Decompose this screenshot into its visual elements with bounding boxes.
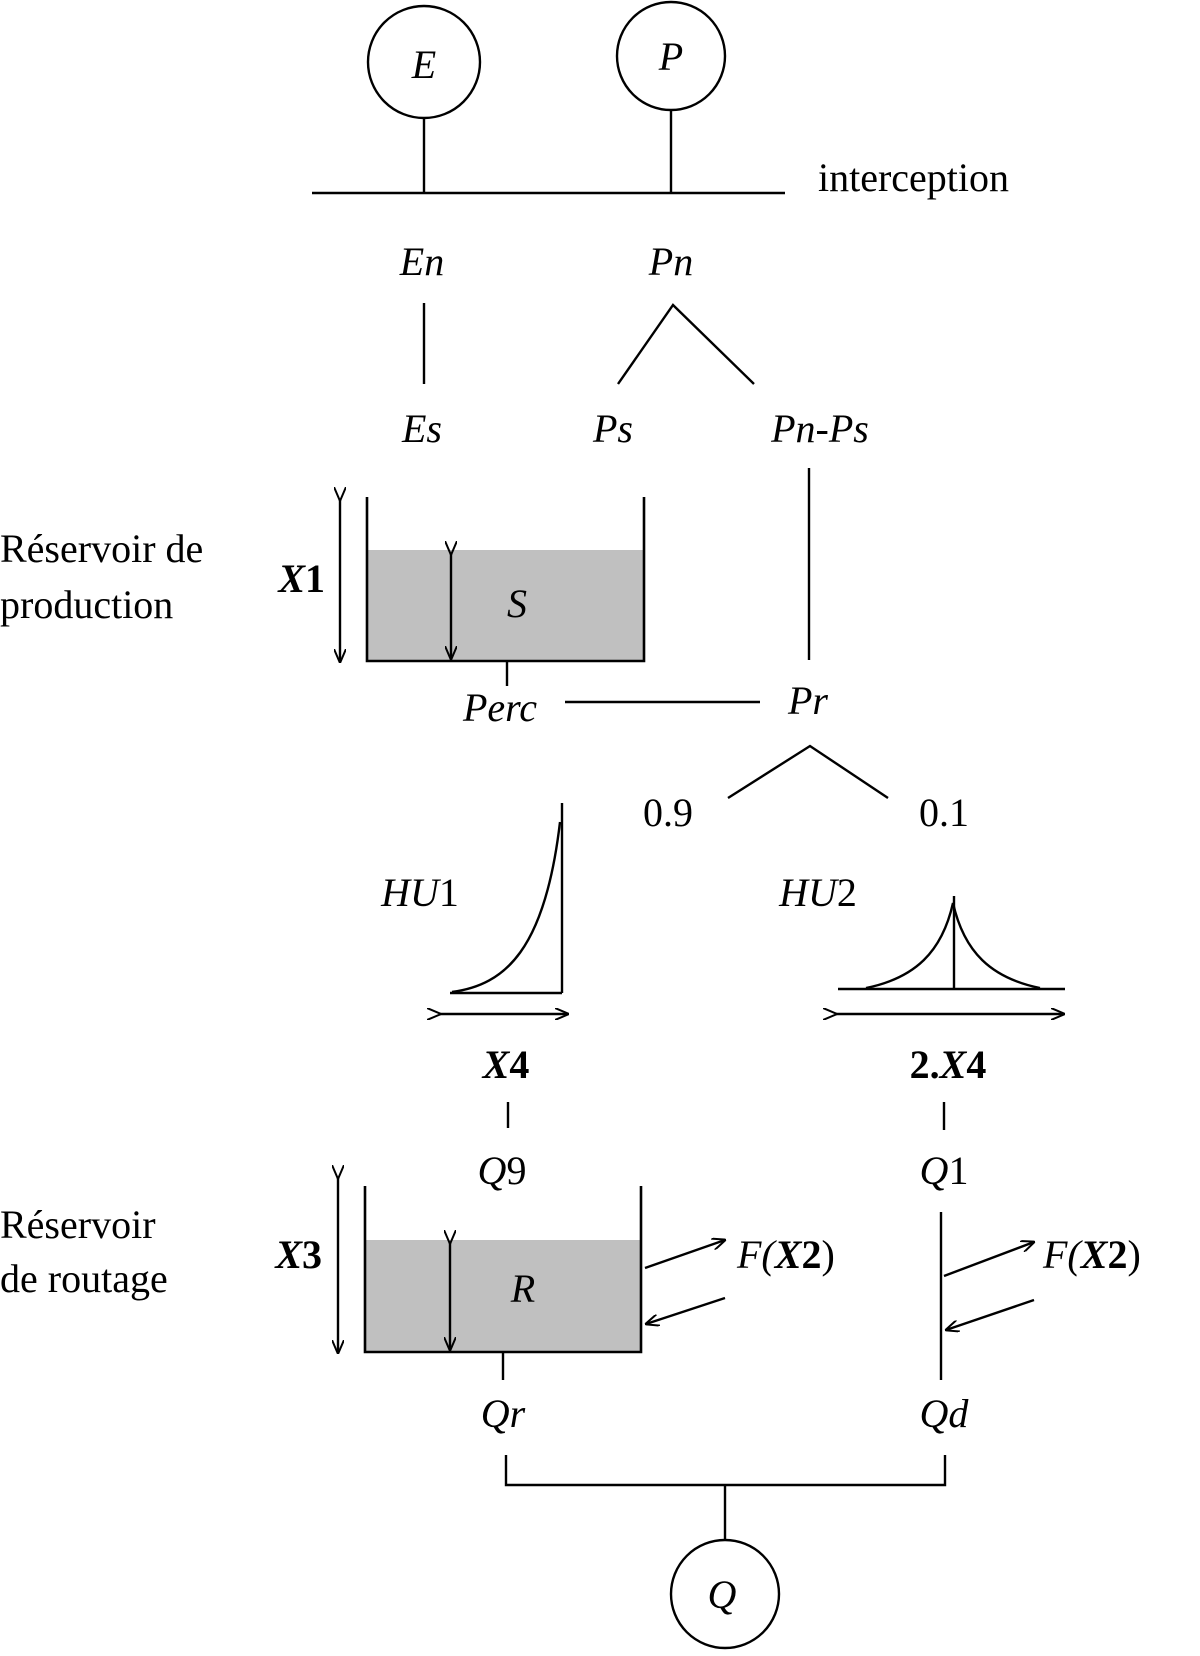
- label-qr: Qr: [481, 1391, 526, 1436]
- production-store-title-line2: production: [0, 582, 173, 627]
- label-qd: Qd: [920, 1391, 970, 1436]
- exchange-in-arrow-right: [946, 1298, 1035, 1330]
- combine-qr-qd: [504, 1455, 947, 1487]
- label-hu2: HU2: [778, 870, 857, 915]
- label-ps: Ps: [592, 406, 633, 451]
- routing-store-title-line1: Réservoir: [0, 1202, 156, 1247]
- label-es: Es: [401, 406, 442, 451]
- production-store-tank: [365, 497, 646, 663]
- production-store-water: [367, 550, 644, 661]
- production-level-label: S: [507, 581, 527, 626]
- production-store: Réservoir de production X1 S: [0, 497, 646, 663]
- label-split-01: 0.1: [919, 790, 969, 835]
- label-exchange-left: F(X2): [736, 1232, 835, 1277]
- label-pn: Pn: [648, 239, 693, 284]
- node-label-q: Q: [708, 1572, 737, 1617]
- split-pn: [617, 303, 755, 385]
- label-pr: Pr: [787, 678, 828, 723]
- streamflow-node: Q: [669, 1538, 781, 1650]
- precipitation-node: P: [615, 0, 727, 112]
- label-split-09: 0.9: [643, 790, 693, 835]
- node-label-p: P: [658, 34, 683, 79]
- label-x4: X4: [481, 1042, 530, 1087]
- label-q1: Q1: [920, 1148, 969, 1193]
- unit-hydrograph-1: [440, 803, 568, 1014]
- evaporation-node: E: [366, 4, 482, 120]
- label-q9: Q9: [478, 1148, 527, 1193]
- label-exchange-right: F(X2): [1042, 1232, 1141, 1277]
- production-capacity-label: X1: [276, 556, 325, 601]
- label-hu1: HU1: [380, 870, 459, 915]
- label-perc: Perc: [462, 685, 537, 730]
- label-2x4: 2.X4: [910, 1042, 987, 1087]
- node-label-e: E: [411, 42, 436, 87]
- routing-store-title-line2: de routage: [0, 1256, 168, 1301]
- exchange-in-arrow-left: [646, 1296, 726, 1324]
- exchange-out-arrow-right: [943, 1242, 1034, 1278]
- routing-store-water: [365, 1240, 641, 1352]
- label-pn-ps: Pn-Ps: [770, 406, 869, 451]
- routing-capacity-label: X3: [273, 1232, 322, 1277]
- production-store-title-line1: Réservoir de: [0, 526, 203, 571]
- routing-level-label: R: [510, 1266, 535, 1311]
- split-pr: [727, 744, 889, 800]
- routing-store: Réservoir de routage X3 R: [0, 1178, 643, 1353]
- interception-label: interception: [818, 155, 1009, 200]
- unit-hydrograph-2: [836, 896, 1065, 1014]
- exchange-out-arrow-left: [644, 1240, 725, 1270]
- label-en: En: [399, 239, 444, 284]
